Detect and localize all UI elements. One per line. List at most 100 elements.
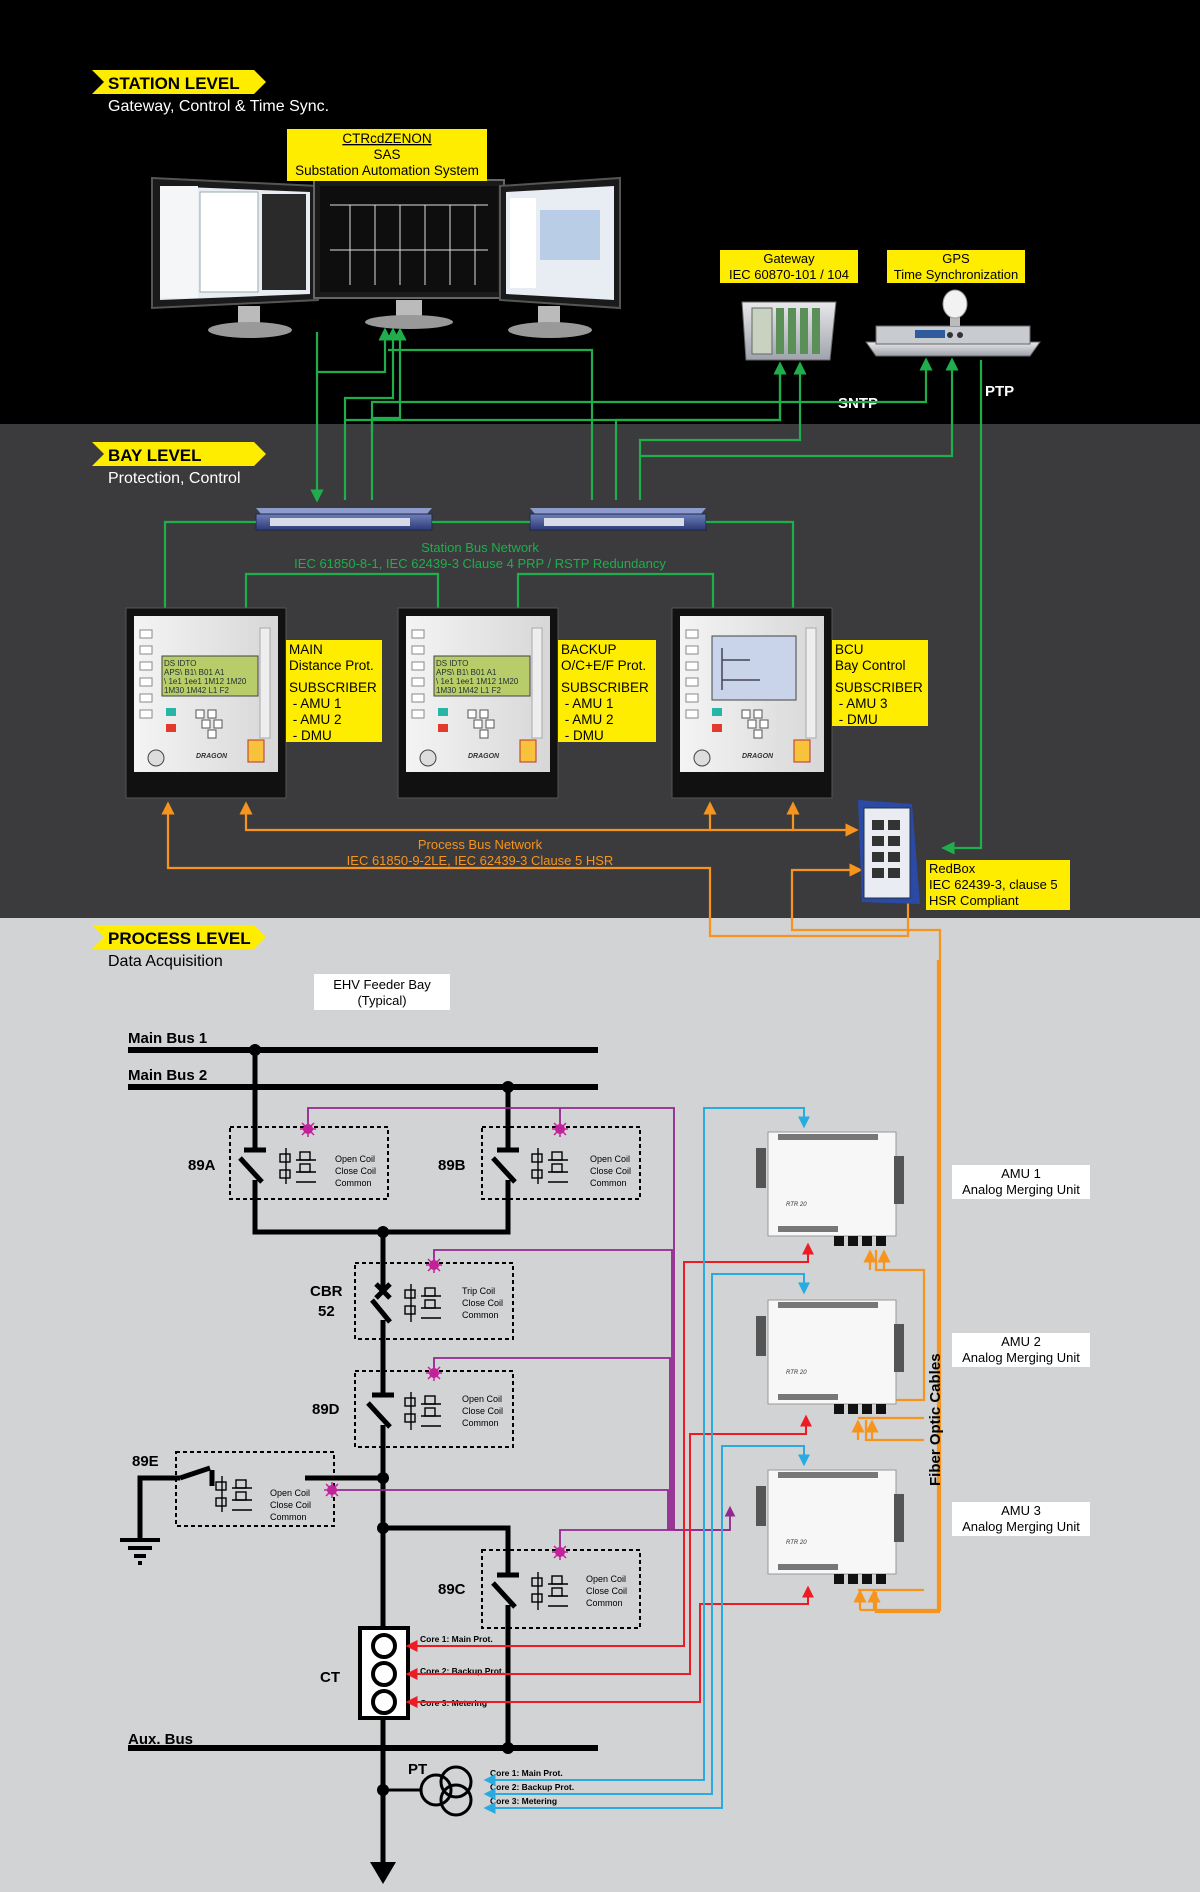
star-icon-89d: [426, 1365, 442, 1381]
coil-89a-common: Common: [335, 1178, 372, 1188]
gps-label-line-1: GPS: [942, 251, 970, 266]
relay-backup-lcd-1: DS IDTO: [436, 659, 468, 668]
label-89d: 89D: [312, 1401, 340, 1418]
coil-89e-close: Close Coil: [270, 1500, 311, 1510]
amu-2-label-2: Analog Merging Unit: [962, 1350, 1080, 1365]
sas-label-line-3: Substation Automation System: [295, 163, 479, 178]
station-bus-label-line-1: Station Bus Network: [421, 540, 539, 555]
label-89a: 89A: [188, 1157, 216, 1174]
relay-main-label-6: - DMU: [289, 728, 332, 743]
process-bus-label-line-2: IEC 61850-9-2LE, IEC 62439-3 Clause 5 HS…: [347, 853, 614, 868]
relay-backup: DS IDTO APS\ B1\ B01 A1 \ 1e1 1ee1 1M12 …: [397, 607, 559, 799]
feeder-bay-line-2: (Typical): [357, 993, 406, 1008]
star-icon-89b: [552, 1121, 568, 1137]
amu-orange-arrows: [851, 1249, 891, 1610]
ct-label: CT: [320, 1669, 340, 1686]
ethernet-switch-left: [255, 508, 433, 531]
amu-1-label: AMU 1 Analog Merging Unit: [952, 1165, 1090, 1199]
label-89b: 89B: [438, 1157, 466, 1174]
relay-bcu: DRAGON: [671, 607, 833, 799]
amu-2-label-1: AMU 2: [1001, 1334, 1041, 1349]
sas-label-line-1: CTRcdZENON: [342, 131, 431, 146]
bay-level-subtitle: Protection, Control: [108, 470, 241, 487]
station-level-tag: STATION LEVEL: [92, 70, 266, 94]
relay-backup-label-2: O/C+E/F Prot.: [561, 658, 646, 673]
relay-main-label-3: SUBSCRIBER: [289, 680, 377, 695]
relay-backup-lcd-3: \ 1e1 1ee1 1M12 1M20: [436, 677, 519, 686]
load-arrow: [370, 1862, 396, 1884]
relay-main-lcd-3: \ 1e1 1ee1 1M12 1M20: [164, 677, 247, 686]
main-bus-1-label: Main Bus 1: [128, 1030, 207, 1047]
ethernet-switch-right: [529, 508, 707, 531]
relay-backup-lcd-2: APS\ B1\ B01 A1: [436, 668, 497, 677]
relay-main: DS IDTO APS\ B1\ B01 A1 \ 1e1 1ee1 1M12 …: [125, 607, 287, 799]
redbox-device: [858, 800, 920, 904]
relay-backup-label-5: - AMU 2: [561, 712, 614, 727]
gps-antenna-icon: [942, 289, 968, 326]
coil-89d-common: Common: [462, 1418, 499, 1428]
sas-label-line-2: SAS: [373, 147, 400, 162]
ptp-label: PTP: [985, 383, 1014, 400]
amu-3-label-1: AMU 3: [1001, 1503, 1041, 1518]
coil-box-89e: Open Coil Close Coil Common: [175, 1451, 335, 1527]
monitor-left: [151, 176, 319, 338]
current-transformer: [358, 1626, 410, 1720]
relay-main-label-4: - AMU 1: [289, 696, 342, 711]
ground-icon: [120, 1538, 160, 1565]
relay-main-lcd-2: APS\ B1\ B01 A1: [164, 668, 225, 677]
coil-89c-common: Common: [586, 1598, 623, 1608]
relay-main-label-2: Distance Prot.: [289, 658, 374, 673]
star-icon-cbr: [426, 1257, 442, 1273]
pt-core-2: Core 2: Backup Prot.: [490, 1782, 574, 1792]
relay-backup-label: BACKUP O/C+E/F Prot. SUBSCRIBER - AMU 1 …: [558, 640, 656, 743]
voltage-transformer: [383, 1765, 473, 1817]
gateway-label-line-1: Gateway: [763, 251, 815, 266]
fiber-optic-label: Fiber Optic Cables: [927, 1353, 944, 1486]
main-bus-2-label: Main Bus 2: [128, 1067, 207, 1084]
relay-main-label-5: - AMU 2: [289, 712, 342, 727]
coil-89b-close: Close Coil: [590, 1166, 631, 1176]
amu-1-label-2: Analog Merging Unit: [962, 1182, 1080, 1197]
station-links-green: [310, 330, 983, 855]
sntp-label: SNTP: [838, 395, 878, 412]
relay-main-label-1: MAIN: [289, 642, 323, 657]
earthing-switch-89e: [137, 1465, 215, 1538]
disconnector-89a: [238, 1147, 266, 1184]
aux-bus-label: Aux. Bus: [128, 1731, 193, 1748]
star-icon-89a: [300, 1121, 316, 1137]
relay-backup-lcd-4: 1M30 1M42 L1 F2: [436, 686, 501, 695]
amu-3-model: RTR 20: [786, 1540, 807, 1546]
label-cbr-2: 52: [318, 1303, 335, 1320]
relay-backup-label-3: SUBSCRIBER: [561, 680, 649, 695]
amu-2-device: RTR 20: [756, 1299, 904, 1414]
gps-label-line-2: Time Synchronization: [894, 267, 1019, 282]
amu-3-device: RTR 20: [756, 1469, 904, 1584]
star-icon-89c: [552, 1544, 568, 1560]
sas-monitors: [151, 176, 621, 338]
gateway-label: Gateway IEC 60870-101 / 104: [720, 250, 858, 283]
relay-main-lcd-1: DS IDTO: [164, 659, 196, 668]
coil-89c-close: Close Coil: [586, 1586, 627, 1596]
station-bus-ring: [163, 520, 795, 608]
redbox-label-3: HSR Compliant: [929, 893, 1019, 908]
relay-bcu-label-2: Bay Control: [835, 658, 906, 673]
coil-89d-close: Close Coil: [462, 1406, 503, 1416]
label-cbr-1: CBR: [310, 1283, 343, 1300]
coil-cbr-trip: Trip Coil: [462, 1286, 495, 1296]
gateway-label-line-2: IEC 60870-101 / 104: [729, 267, 849, 282]
coil-89a-close: Close Coil: [335, 1166, 376, 1176]
label-89c: 89C: [438, 1581, 466, 1598]
redbox-label: RedBox IEC 62439-3, clause 5 HSR Complia…: [926, 860, 1070, 910]
relay-bcu-label: BCU Bay Control SUBSCRIBER - AMU 3 - DMU: [832, 640, 928, 727]
relay-bcu-label-1: BCU: [835, 642, 864, 657]
star-icon-89e: [324, 1482, 340, 1498]
coil-cbr-common: Common: [462, 1310, 499, 1320]
disconnector-89d: [366, 1392, 394, 1429]
coil-89b-open: Open Coil: [590, 1154, 630, 1164]
coil-89a-open: Open Coil: [335, 1154, 375, 1164]
sas-label: CTRcdZENON SAS Substation Automation Sys…: [287, 129, 487, 181]
coil-89d-open: Open Coil: [462, 1394, 502, 1404]
pt-core-1: Core 1: Main Prot.: [490, 1768, 563, 1778]
coil-89c-open: Open Coil: [586, 1574, 626, 1584]
